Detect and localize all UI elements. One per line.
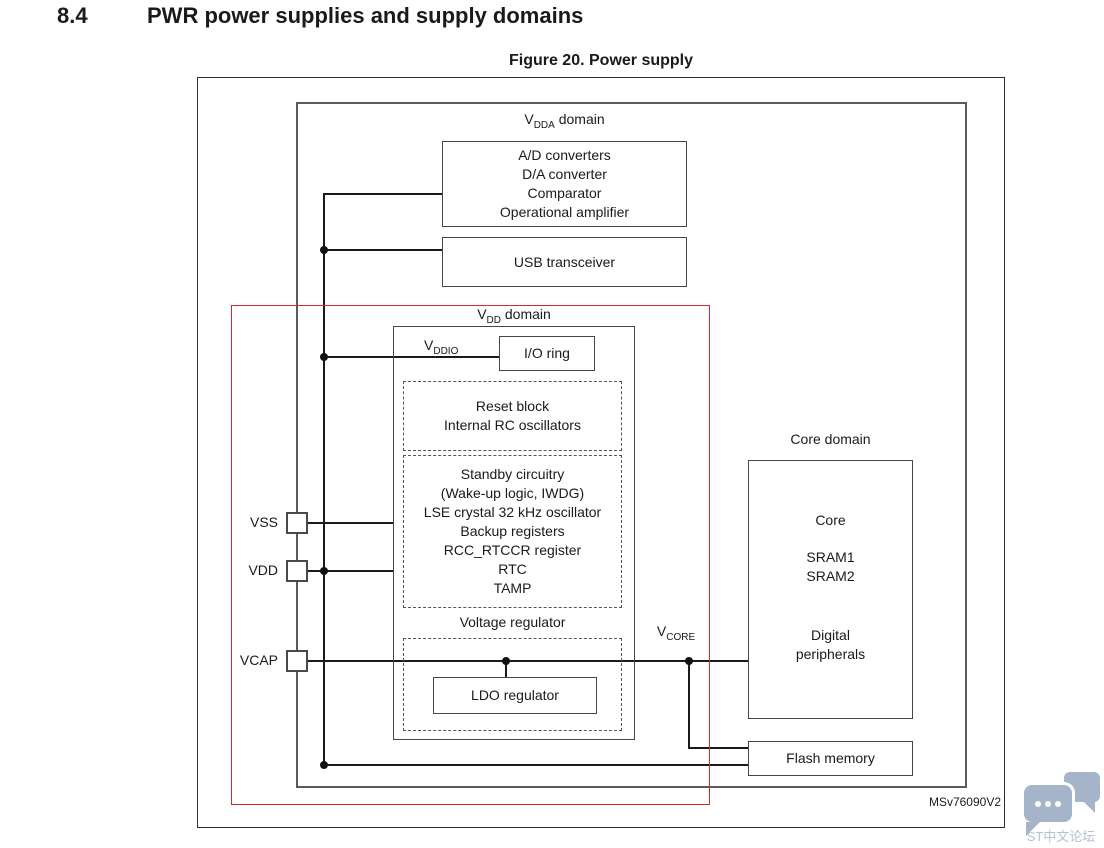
- standby-line: RTC: [498, 561, 527, 577]
- bubble-dot: [1035, 800, 1041, 807]
- reset-line: Reset block: [475, 398, 550, 414]
- vdd-domain-outline: [231, 305, 710, 805]
- core-line: Core: [815, 512, 846, 528]
- wire-vcore-down: [688, 660, 690, 749]
- pin-vdd-label: VDD: [248, 562, 278, 578]
- wire-to-io-ring: [324, 356, 500, 358]
- analog-line: A/D converters: [518, 147, 611, 163]
- chat-bubble-large-tail: [1026, 822, 1040, 836]
- wire-to-usb: [324, 249, 443, 251]
- pin-vss-label: VSS: [249, 514, 278, 530]
- pin-vcap-label: VCAP: [239, 652, 278, 668]
- reset-block: Reset block Internal RC oscillators: [403, 381, 622, 451]
- bubble-dot: [1045, 800, 1051, 807]
- standby-line: LSE crystal 32 kHz oscillator: [423, 504, 602, 520]
- wire-vcap-vcore: [308, 660, 748, 662]
- analog-line: D/A converter: [522, 166, 607, 182]
- section-number: 8.4: [57, 3, 88, 28]
- chat-bubble-large-icon: [1024, 785, 1072, 822]
- wire-bottom-rail: [323, 764, 749, 766]
- vdd-internal-box: [393, 326, 635, 740]
- core-domain-label: Core domain: [790, 431, 871, 447]
- vddio-label: VDDIO: [424, 337, 459, 357]
- vdd-domain-label: VDD domain: [477, 306, 551, 326]
- standby-circuitry-block: Standby circuitry (Wake-up logic, IWDG) …: [403, 455, 622, 608]
- io-ring-label: I/O ring: [524, 345, 570, 361]
- wire-ldo-stub: [505, 660, 507, 678]
- chip-boundary: [296, 102, 967, 788]
- core-line: peripherals: [795, 646, 866, 662]
- usb-label: USB transceiver: [513, 253, 616, 270]
- analog-line: Operational amplifier: [499, 204, 630, 220]
- figure-id: MSv76090V2: [928, 795, 1001, 809]
- wire-vdd: [308, 570, 394, 572]
- vdda-domain-label: VDDA domain: [524, 111, 605, 131]
- flash-memory-block: Flash memory: [748, 741, 913, 776]
- standby-line: (Wake-up logic, IWDG): [440, 485, 585, 501]
- voltage-regulator-label: Voltage regulator: [459, 614, 566, 630]
- figure-caption: Figure 20. Power supply: [508, 52, 694, 69]
- wire-vss: [308, 522, 394, 524]
- wire-main-vertical: [323, 193, 325, 766]
- chat-bubble-small-tail: [1082, 800, 1095, 813]
- junction-dot: [320, 353, 328, 361]
- watermark-text: ST中文论坛: [1026, 829, 1096, 844]
- voltage-regulator-outline: [403, 638, 622, 731]
- standby-line: Backup registers: [460, 523, 565, 539]
- watermark: [1018, 772, 1104, 848]
- junction-dot: [320, 761, 328, 769]
- standby-line: TAMP: [493, 580, 532, 596]
- pin-vcap-pad: [286, 650, 308, 672]
- junction-dot: [685, 657, 693, 665]
- core-line: SRAM1: [806, 549, 855, 565]
- wire-to-analog: [323, 193, 443, 195]
- vcore-label: VCORE: [656, 623, 696, 643]
- usb-transceiver-block: USB transceiver: [442, 237, 687, 287]
- junction-dot: [320, 246, 328, 254]
- analog-line: Comparator: [527, 185, 602, 201]
- standby-line: Standby circuitry: [460, 466, 565, 482]
- junction-dot: [502, 657, 510, 665]
- core-line: SRAM2: [806, 568, 855, 584]
- core-line: Digital: [811, 627, 850, 643]
- pin-vss-pad: [286, 512, 308, 534]
- wire-vcore-flash: [688, 747, 749, 749]
- reset-line: Internal RC oscillators: [444, 417, 581, 433]
- ldo-label: LDO regulator: [471, 687, 559, 703]
- flash-label: Flash memory: [786, 750, 875, 766]
- section-title: PWR power supplies and supply domains: [147, 3, 584, 28]
- io-ring-block: I/O ring: [499, 336, 595, 371]
- standby-line: RCC_RTCCR register: [443, 542, 582, 558]
- core-block: Core SRAM1 SRAM2 Digital peripherals: [748, 460, 913, 719]
- bubble-dot: [1055, 800, 1061, 807]
- ldo-regulator-block: LDO regulator: [433, 677, 597, 714]
- junction-dot: [320, 567, 328, 575]
- figure-frame: [197, 77, 1005, 828]
- pin-vdd-pad: [286, 560, 308, 582]
- analog-peripherals-block: A/D converters D/A converter Comparator …: [442, 141, 687, 227]
